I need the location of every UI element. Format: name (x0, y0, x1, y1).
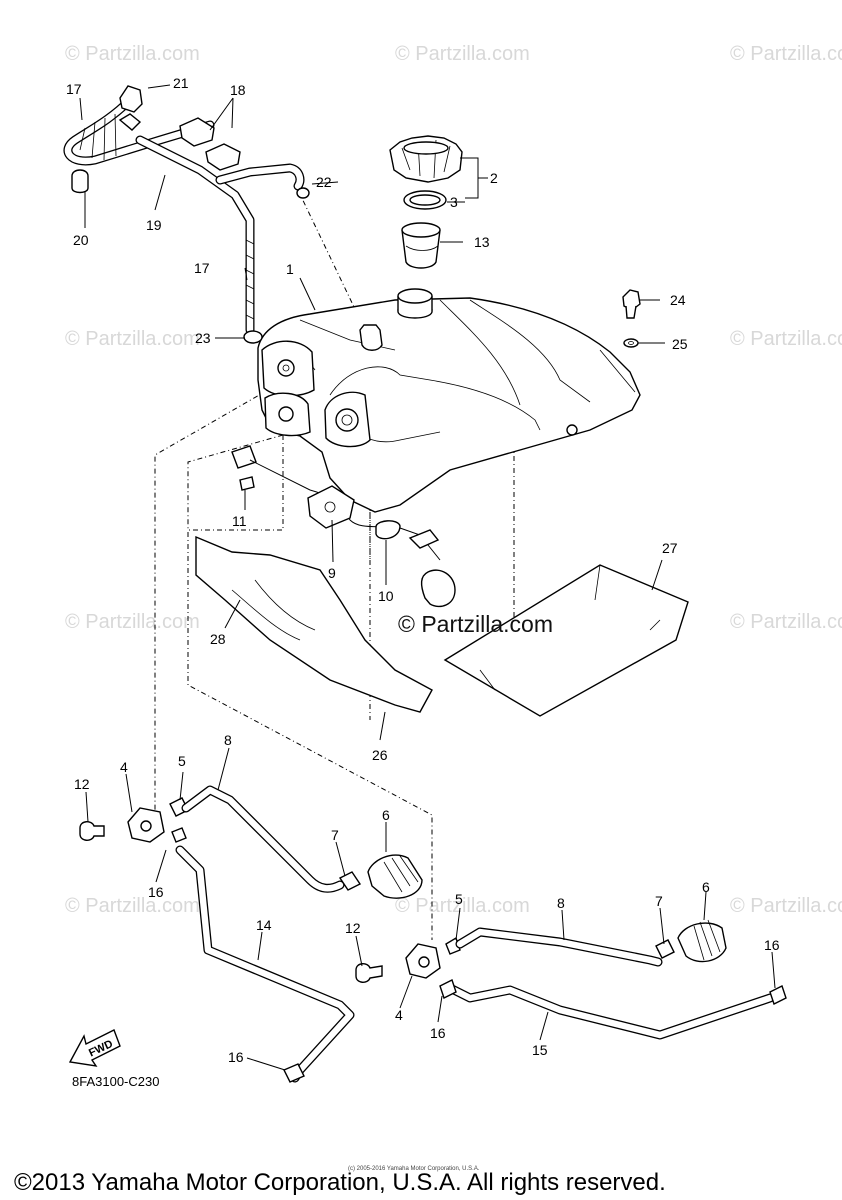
watermark: © Partzilla.com (65, 611, 200, 633)
washer-25 (623, 338, 639, 348)
cap-gasket (403, 190, 447, 210)
callout-16: 16 (430, 1025, 446, 1041)
callout-22: 22 (316, 174, 332, 190)
callout-3: 3 (450, 194, 458, 210)
callout-6: 6 (382, 807, 390, 823)
callout-11: 11 (232, 513, 247, 529)
watermark: © Partzilla.com (395, 43, 530, 65)
breather-hoses (63, 95, 305, 335)
watermark: © Partzilla.com (65, 895, 200, 917)
callouts: 1 2 3 4 4 5 5 6 6 7 7 8 8 9 10 11 12 12 … (66, 75, 780, 1065)
callout-20: 20 (73, 232, 89, 248)
fuel-sender (231, 445, 456, 608)
callout-28: 28 (210, 631, 226, 647)
heat-shields (195, 535, 689, 717)
callout-16: 16 (764, 937, 780, 953)
fwd-arrow-icon: FWD (68, 1029, 121, 1067)
callout-4: 4 (120, 759, 128, 775)
callout-16: 16 (148, 884, 164, 900)
callout-16: 16 (228, 1049, 244, 1065)
callout-4: 4 (395, 1007, 403, 1023)
fuel-cap (389, 135, 463, 183)
watermark: © Partzilla.com (730, 611, 842, 633)
callout-23: 23 (195, 330, 211, 346)
callout-10: 10 (378, 588, 394, 604)
callout-17: 17 (66, 81, 82, 97)
diagram-code: 8FA3100-C230 (72, 1074, 159, 1089)
callout-24: 24 (670, 292, 686, 308)
watermark: © Partzilla.com (65, 328, 200, 350)
leader-lines (79, 84, 776, 1071)
callout-5: 5 (178, 753, 186, 769)
callout-14: 14 (256, 917, 272, 933)
callout-2: 2 (490, 170, 498, 186)
filler-strainer (401, 222, 441, 269)
callout-19: 19 (146, 217, 162, 233)
callout-18: 18 (230, 82, 246, 98)
callout-12: 12 (74, 776, 90, 792)
callout-13: 13 (474, 234, 490, 250)
callout-26: 26 (372, 747, 388, 763)
callout-7: 7 (655, 893, 663, 909)
callout-5: 5 (455, 891, 463, 907)
callout-17: 17 (194, 260, 210, 276)
watermark: © Partzilla.com (730, 43, 842, 65)
watermark: © Partzilla.com (730, 895, 842, 917)
lower-right-fuel-system (355, 919, 787, 1040)
callout-15: 15 (532, 1042, 548, 1058)
callout-8: 8 (557, 895, 565, 911)
callout-21: 21 (173, 75, 189, 91)
watermark-layer: © Partzilla.com © Partzilla.com © Partzi… (65, 43, 842, 917)
callout-12: 12 (345, 920, 361, 936)
callout-8: 8 (224, 732, 232, 748)
watermark: © Partzilla.com (730, 328, 842, 350)
watermark-center: © Partzilla.com (398, 611, 553, 637)
watermark: © Partzilla.com (65, 43, 200, 65)
callout-9: 9 (328, 565, 336, 581)
small-notice: (c) 2005-2016 Yamaha Motor Corporation, … (348, 1166, 480, 1172)
callout-7: 7 (331, 827, 339, 843)
hose-clips (71, 85, 310, 344)
watermark: © Partzilla.com (395, 895, 530, 917)
lower-left-fuel-system (79, 785, 423, 1083)
fuel-tank (257, 288, 641, 513)
callout-25: 25 (672, 336, 688, 352)
bolt-24 (622, 289, 641, 319)
copyright-text: ©2013 Yamaha Motor Corporation, U.S.A. A… (14, 1169, 666, 1196)
callout-1: 1 (286, 261, 294, 277)
callout-6: 6 (702, 879, 710, 895)
callout-27: 27 (662, 540, 678, 556)
